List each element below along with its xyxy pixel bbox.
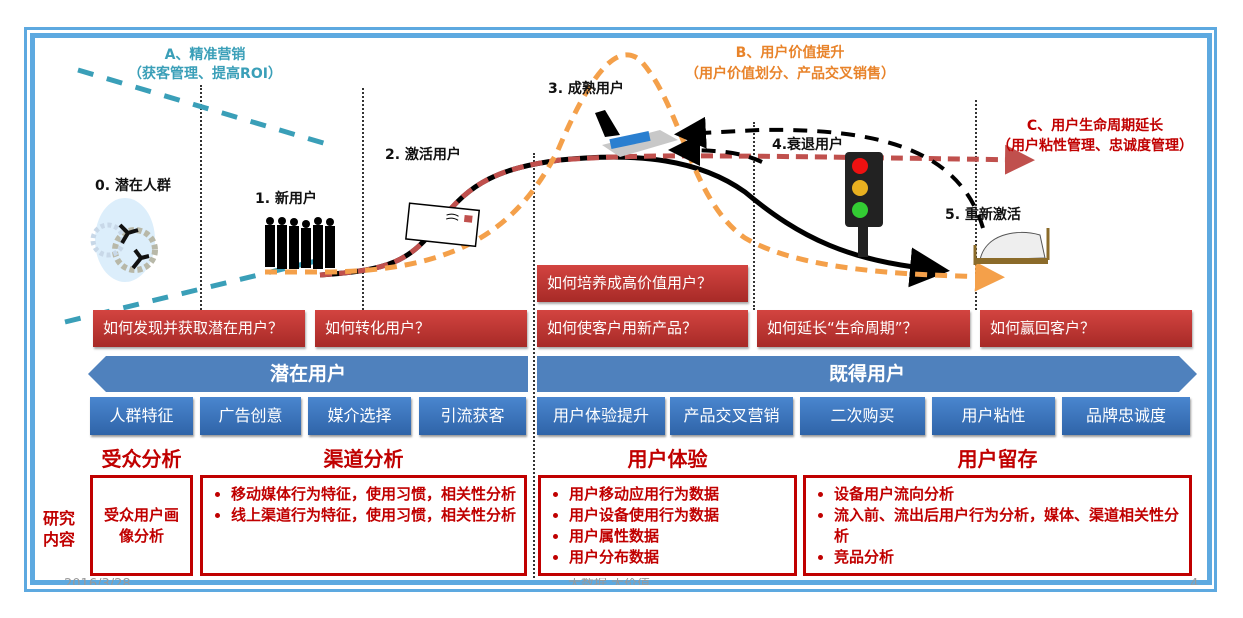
teal-dashed-line-top <box>77 67 331 148</box>
footer-date: 2016/3/28 <box>64 578 131 585</box>
list-item: 用户属性数据 <box>569 526 794 547</box>
lifecycle-label-new: 1. 新用户 <box>255 191 317 207</box>
divider <box>533 153 535 578</box>
research-content-label: 研究内容 <box>42 509 75 549</box>
list-item: 流入前、流出后用户行为分析，媒体、渠道相关性分析 <box>834 505 1189 547</box>
list-item: 设备用户流向分析 <box>834 484 1189 505</box>
question-acquire-potential: 如何发现并获取潜在用户？ <box>93 310 305 347</box>
footer-center-text: 大数据 大价值 <box>568 578 650 585</box>
stage-a-subtitle: （获客管理、提高ROI） <box>128 66 282 82</box>
lifecycle-label-activated: 2. 激活用户 <box>385 147 461 163</box>
stage-c-subtitle: （用户粘性管理、忠诚度管理） <box>997 138 1193 154</box>
footer-page-number: 4 <box>1190 578 1198 585</box>
list-item: 用户设备使用行为数据 <box>569 505 794 526</box>
question-extend-lifecycle: 如何延长“生命周期”？ <box>757 310 970 347</box>
divider <box>975 100 977 310</box>
question-high-value-users: 如何培养成高价值用户？ <box>537 265 748 302</box>
experience-box: 用户移动应用行为数据 用户设备使用行为数据 用户属性数据 用户分布数据 <box>538 475 797 576</box>
orange-dashed-curve <box>265 52 1005 292</box>
chip-media-selection: 媒介选择 <box>308 397 411 435</box>
audience-box: 受众用户画像分析 <box>90 475 193 576</box>
list-item: 用户分布数据 <box>569 547 794 568</box>
chip-ux-improvement: 用户体验提升 <box>537 397 665 435</box>
stage-a-title: A、精准营销 <box>164 47 246 63</box>
question-new-products: 如何使客户用新产品？ <box>537 310 748 347</box>
lifecycle-label-mature: 3. 成熟用户 <box>548 81 624 97</box>
black-dashed-return-arc <box>674 116 985 229</box>
traffic-light-icon <box>845 152 883 257</box>
audience-box-text: 受众用户画像分析 <box>103 505 179 545</box>
credit-card-icon <box>595 110 678 157</box>
heading-user-experience: 用户体验 <box>627 447 708 471</box>
stage-b-subtitle: （用户价值划分、产品交叉销售） <box>685 66 895 82</box>
inner-frame <box>30 33 1212 585</box>
list-item: 线上渠道行为特征，使用习惯，相关性分析 <box>231 505 524 526</box>
stage-c-title: C、用户生命周期延长 <box>1026 118 1164 134</box>
divider <box>753 122 755 310</box>
outer-frame <box>24 27 1217 592</box>
chip-repurchase: 二次购买 <box>800 397 925 435</box>
bed-icon <box>973 228 1050 265</box>
gears-people-icon <box>90 198 158 282</box>
chip-brand-loyalty: 品牌忠诚度 <box>1062 397 1190 435</box>
question-winback: 如何赢回客户？ <box>980 310 1192 347</box>
retention-box: 设备用户流向分析 流入前、流出后用户行为分析，媒体、渠道相关性分析 竞品分析 <box>803 475 1192 576</box>
list-item: 竞品分析 <box>834 547 1189 568</box>
chip-user-stickiness: 用户粘性 <box>932 397 1055 435</box>
envelope-icon <box>405 202 481 248</box>
chip-crowd-traits: 人群特征 <box>90 397 193 435</box>
red-dashed-curve <box>319 144 1035 278</box>
chip-cross-marketing: 产品交叉营销 <box>670 397 793 435</box>
band-existing-users: 既得用户 <box>537 356 1197 392</box>
list-item: 移动媒体行为特征，使用习惯，相关性分析 <box>231 484 524 505</box>
black-dashed-return-short <box>668 134 763 167</box>
divider <box>362 88 364 310</box>
chip-traffic-acquisition: 引流获客 <box>419 397 526 435</box>
divider <box>200 85 202 310</box>
stage-b-title: B、用户价值提升 <box>735 45 845 61</box>
channel-box: 移动媒体行为特征，使用习惯，相关性分析 线上渠道行为特征，使用习惯，相关性分析 <box>200 475 527 576</box>
heading-audience-analysis: 受众分析 <box>101 447 182 471</box>
chip-ad-creative: 广告创意 <box>200 397 301 435</box>
question-convert: 如何转化用户？ <box>315 310 527 347</box>
lifecycle-label-reactivated: 5. 重新激活 <box>945 207 1021 223</box>
lifecycle-label-potential: 0. 潜在人群 <box>95 178 171 194</box>
list-item: 用户移动应用行为数据 <box>569 484 794 505</box>
heading-user-retention: 用户留存 <box>957 447 1038 471</box>
crowd-silhouette-icon <box>265 217 335 269</box>
lifecycle-label-declining: 4.衰退用户 <box>772 137 844 153</box>
band-potential-users: 潜在用户 <box>88 356 528 392</box>
heading-channel-analysis: 渠道分析 <box>323 447 404 471</box>
